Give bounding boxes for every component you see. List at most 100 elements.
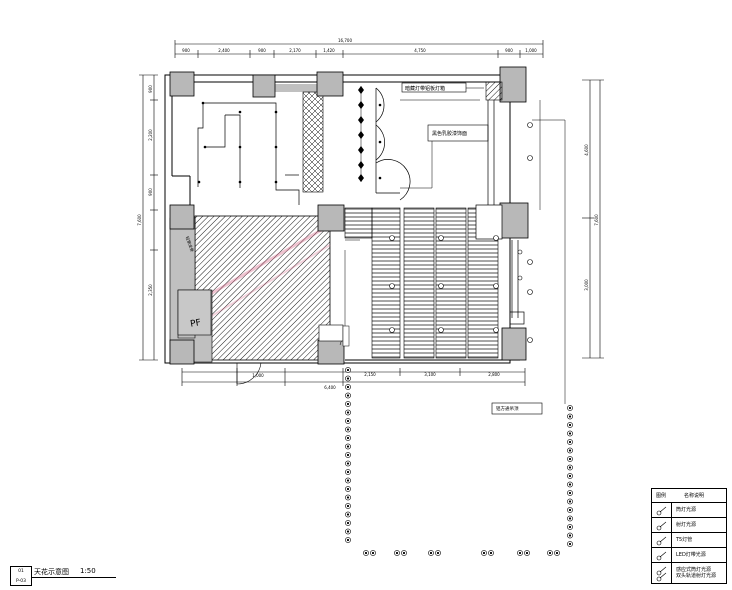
light-box-label: 暗藏灯带铝板灯箱 bbox=[405, 85, 445, 92]
sheet-id: 01 bbox=[18, 569, 24, 574]
outdoor-fixture-core bbox=[568, 483, 572, 486]
dim-top-6: 4,750 bbox=[414, 48, 426, 53]
outdoor-fixture-core bbox=[436, 551, 440, 555]
outdoor-fixture-core bbox=[346, 487, 350, 491]
track-light-dots bbox=[197, 101, 278, 184]
legend-label: T5灯管 bbox=[676, 537, 693, 543]
dimension-left bbox=[139, 74, 158, 361]
legend-header-desc: 名称说明 bbox=[684, 493, 705, 499]
drawing-scale: 1:50 bbox=[80, 567, 96, 575]
right-spotlights bbox=[517, 122, 533, 343]
dim-bottom-2: 3,100 bbox=[424, 372, 436, 377]
note-box bbox=[491, 402, 543, 415]
slat-ceiling bbox=[344, 207, 499, 359]
title-underline bbox=[32, 577, 116, 578]
legend: 图例 名称说明 筒灯光源 射灯光源 T5灯管 LED灯带光源 感应式筒灯光源 双… bbox=[651, 488, 727, 584]
hatched-accent bbox=[199, 223, 331, 302]
legend-row: 双头轨道射灯光源 bbox=[652, 569, 726, 584]
left-note: 轻钢龙骨 bbox=[185, 235, 196, 252]
legend-label: 双头轨道射灯光源 bbox=[676, 573, 717, 579]
door-swing bbox=[236, 362, 262, 385]
dim-top-1: 900 bbox=[182, 48, 190, 53]
drawing-title: 天花示意图 bbox=[34, 568, 69, 576]
outdoor-fixture-core bbox=[525, 551, 529, 555]
dim-right-total: 7,600 bbox=[594, 214, 599, 226]
outdoor-fixture-core bbox=[346, 513, 350, 516]
hatched-accent-2 bbox=[204, 244, 331, 321]
outdoor-fixture-core bbox=[568, 449, 572, 452]
legend-label: 射灯光源 bbox=[676, 522, 697, 528]
glass-partition bbox=[475, 204, 503, 240]
outdoor-fixture-core bbox=[568, 423, 572, 427]
outdoor-fixture-core bbox=[346, 521, 350, 525]
outdoor-fixture-core bbox=[568, 500, 572, 503]
dim-top-total: 16,700 bbox=[338, 38, 352, 43]
outdoor-fixture-core bbox=[346, 530, 350, 533]
outdoor-fixture-core bbox=[568, 415, 572, 418]
outdoor-fixture-core bbox=[346, 385, 350, 389]
dimension-top bbox=[174, 40, 544, 58]
legend-label: 感应式筒灯光源 bbox=[676, 567, 712, 573]
outdoor-fixture-core bbox=[346, 445, 350, 448]
drawing-title-block: 01 P-03 天花示意图 1:50 bbox=[10, 566, 116, 586]
curved-coves bbox=[375, 87, 411, 201]
right-light-strips bbox=[487, 100, 525, 325]
legend-row: T5灯管 bbox=[652, 532, 726, 548]
note-leader bbox=[548, 119, 566, 404]
note-label: 铝方通吊顶 bbox=[496, 405, 519, 412]
led-strip-icon bbox=[656, 551, 667, 561]
legend-row: 筒灯光源 bbox=[652, 502, 726, 518]
cove-dots bbox=[378, 103, 382, 180]
outdoor-fixture-core bbox=[346, 411, 350, 414]
outdoor-fixture-core bbox=[346, 419, 350, 423]
legend-label: LED灯带光源 bbox=[676, 552, 706, 558]
dim-right-2: 3,000 bbox=[584, 279, 589, 291]
top-grey-strip bbox=[272, 84, 320, 92]
downlight-icon bbox=[656, 506, 667, 516]
dim-top-4: 2,170 bbox=[289, 48, 301, 53]
outdoor-fixture-core bbox=[346, 504, 350, 508]
spotlights-slat bbox=[389, 235, 499, 333]
dim-door: 1,000 bbox=[252, 373, 264, 378]
outdoor-fixture-core bbox=[364, 551, 368, 555]
outdoor-fixture-core bbox=[568, 457, 572, 461]
tube-light-icon bbox=[656, 536, 667, 546]
dim-left-3: 900 bbox=[148, 188, 153, 196]
outdoor-fixture-core bbox=[548, 551, 552, 555]
pf-box bbox=[177, 289, 212, 336]
outdoor-fixture-core bbox=[568, 534, 572, 537]
dim-bottom-1: 2,150 bbox=[364, 372, 376, 377]
outdoor-fixture-core bbox=[568, 474, 572, 478]
outdoor-fixture-core bbox=[346, 496, 350, 499]
track-spotlight-icon bbox=[656, 572, 667, 582]
dim-top-3: 900 bbox=[258, 48, 266, 53]
dim-left-4: 2,350 bbox=[148, 284, 153, 296]
outdoor-fixture-core bbox=[568, 525, 572, 529]
dim-left-1: 900 bbox=[148, 85, 153, 93]
dim-right-1: 4,600 bbox=[584, 144, 589, 156]
legend-label: 筒灯光源 bbox=[676, 507, 697, 513]
pf-label: PF bbox=[190, 318, 202, 330]
outdoor-fixture-core bbox=[346, 436, 350, 440]
outdoor-fixture-core bbox=[429, 551, 433, 555]
outdoor-light-perimeter bbox=[345, 367, 573, 556]
track-light-layout bbox=[197, 102, 300, 205]
outdoor-fixture-core bbox=[346, 479, 350, 482]
fixture-box bbox=[318, 324, 344, 342]
outdoor-fixture-core bbox=[568, 466, 572, 469]
dim-top-8: 1,000 bbox=[525, 48, 537, 53]
outdoor-fixture-core bbox=[346, 470, 350, 474]
sheet-no: P-03 bbox=[16, 579, 26, 584]
outdoor-fixture-core bbox=[402, 551, 406, 555]
outdoor-fixture-core bbox=[568, 491, 572, 495]
outdoor-fixture-core bbox=[482, 551, 486, 555]
dim-top-5: 1,420 bbox=[323, 48, 335, 53]
outdoor-fixture-core bbox=[346, 428, 350, 431]
light-box-tag bbox=[401, 82, 467, 93]
ceiling-tag-label: 黑色乳胶漆饰面 bbox=[432, 130, 467, 137]
legend-row: LED灯带光源 bbox=[652, 547, 726, 563]
cross-hatch-band bbox=[302, 91, 324, 193]
legend-header: 图例 名称说明 bbox=[652, 489, 726, 502]
outdoor-fixture-core bbox=[346, 368, 350, 372]
